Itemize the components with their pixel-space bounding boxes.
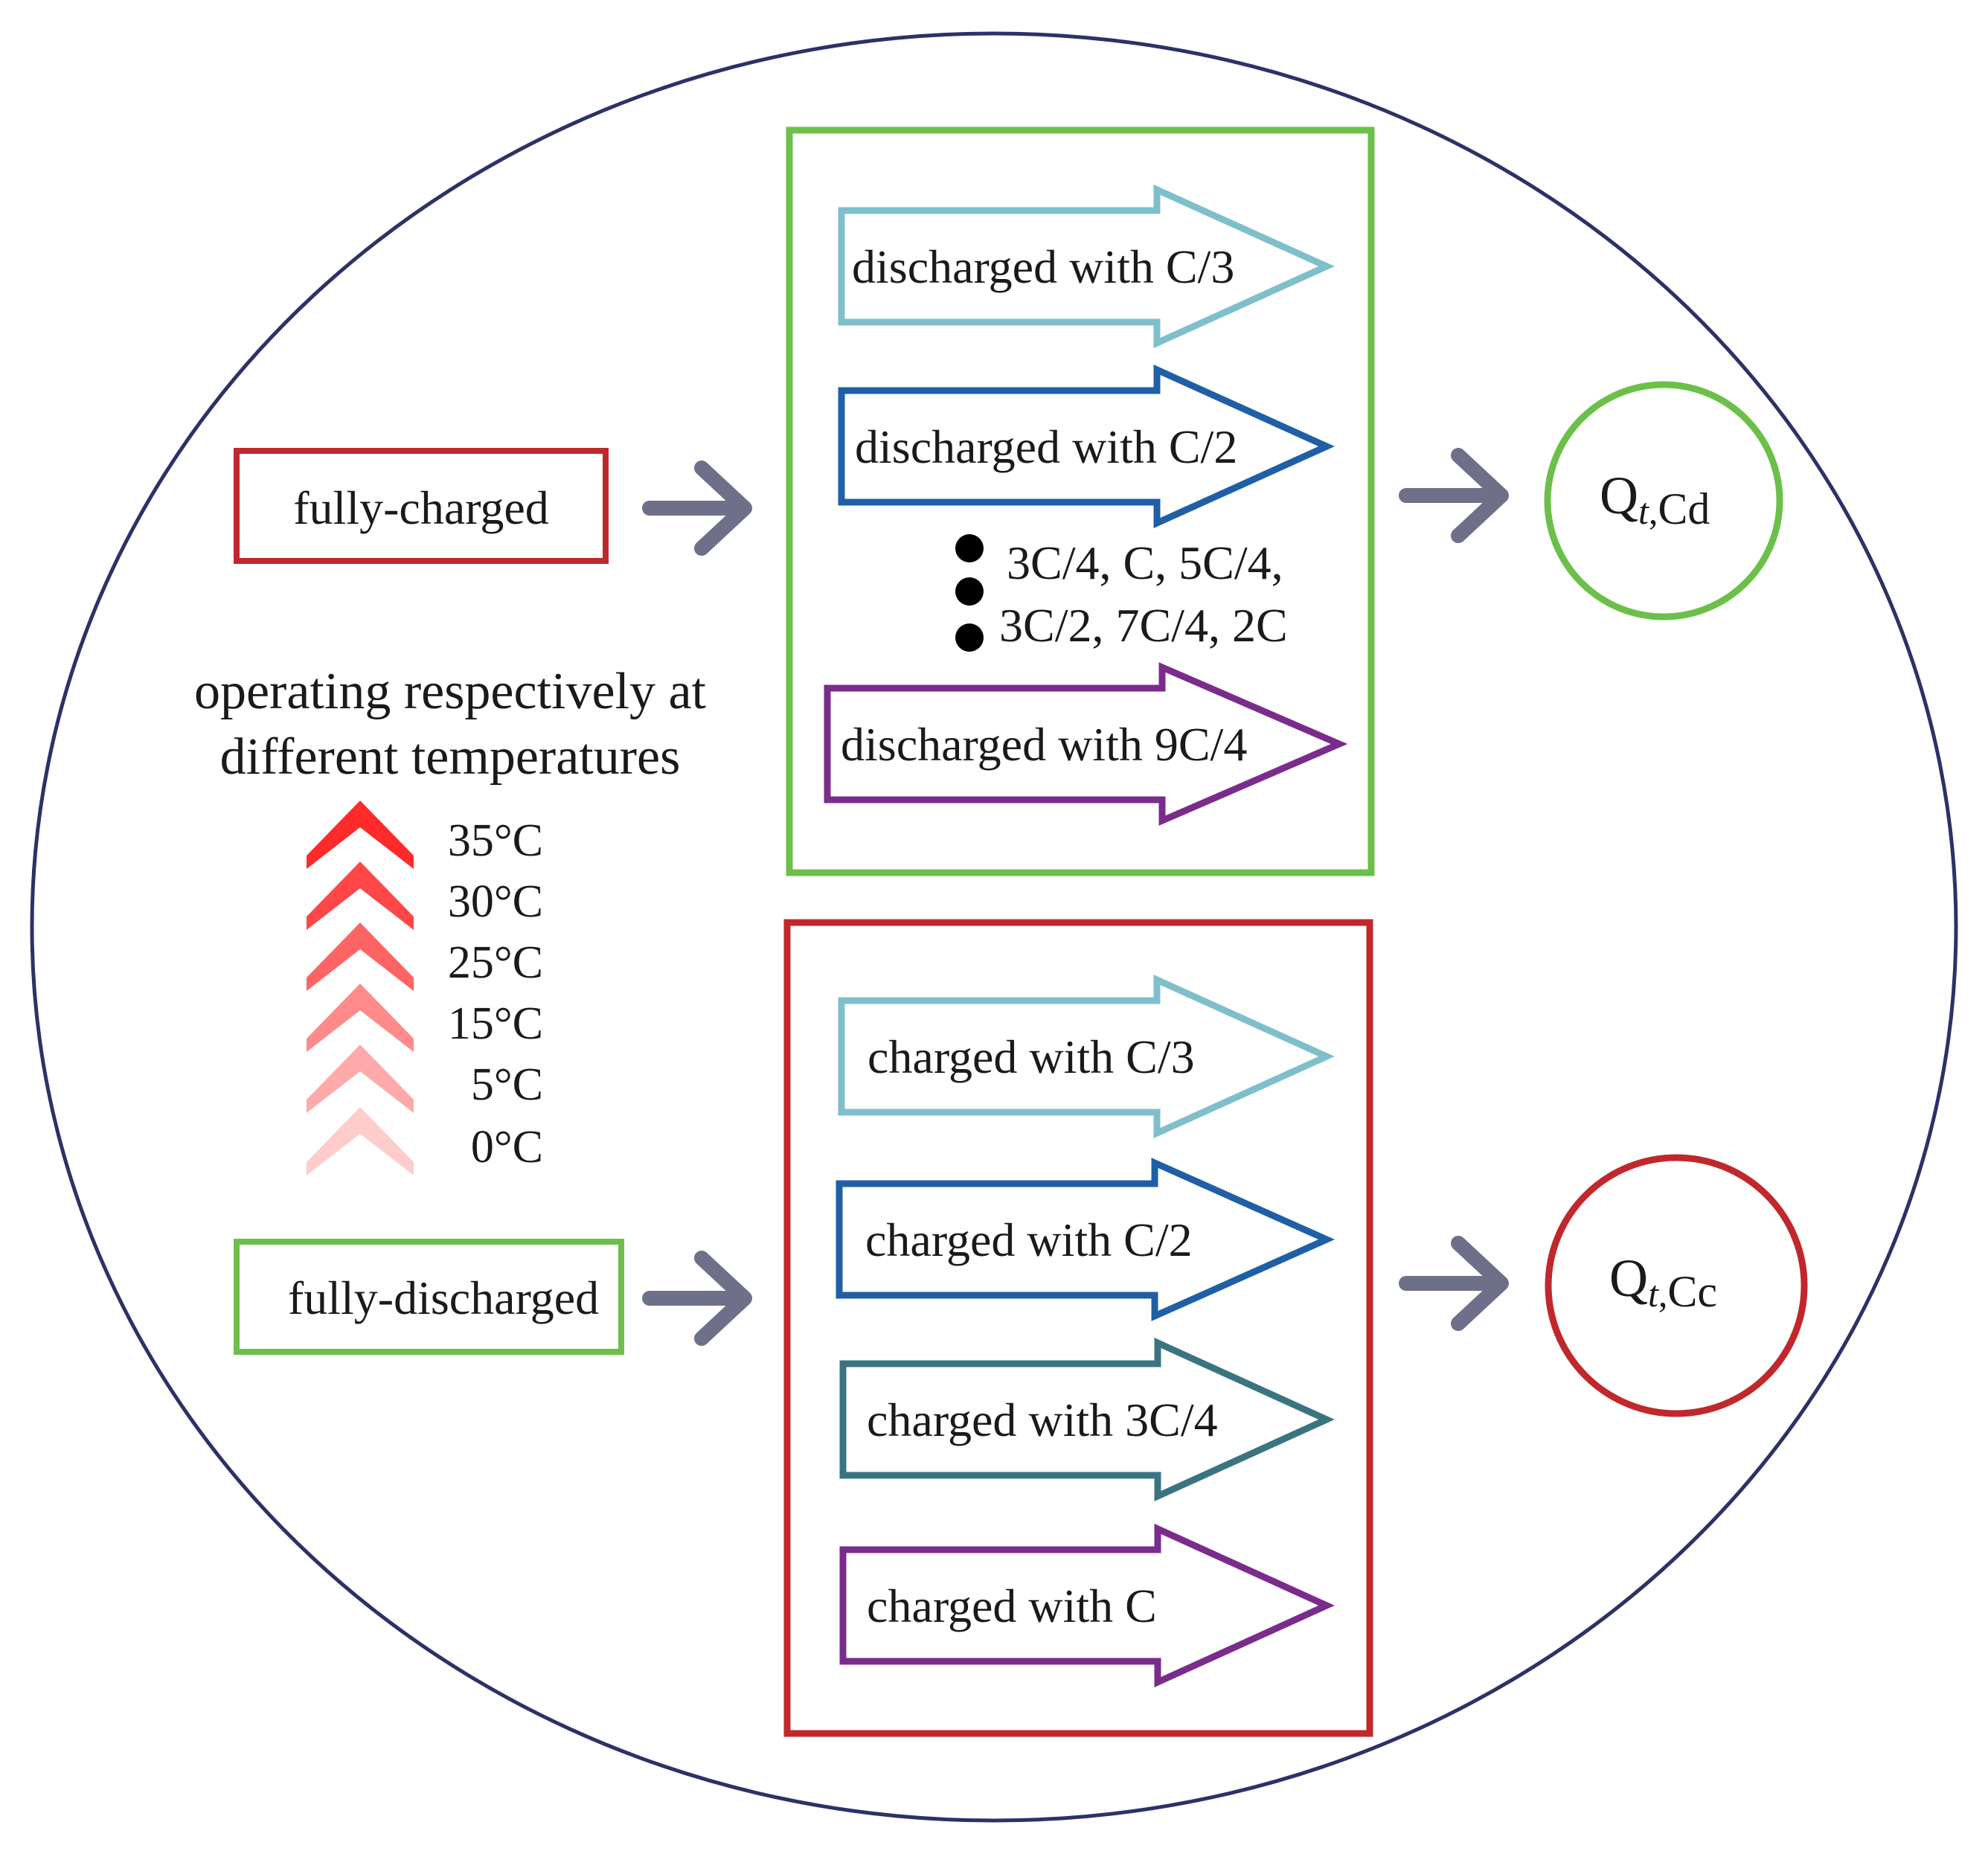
charge-arrow-4: charged with C (839, 1524, 1335, 1687)
temperature-item: 15°C (307, 984, 543, 1052)
outer-circle (30, 31, 1958, 1823)
temperature-label: 25°C (448, 937, 543, 988)
ellipsis-dot (955, 623, 984, 652)
temperature-item: 35°C (307, 801, 543, 869)
charge-group-box (783, 919, 1373, 1737)
fully-charged-box: fully-charged (234, 448, 609, 564)
arrow-discharged-to-charge (642, 1251, 752, 1346)
discharge-arrow-label: discharged with 9C/4 (841, 718, 1247, 771)
discharge-group-box (786, 126, 1375, 876)
output-charge-label: Qt,Cc (1609, 1248, 1717, 1316)
charge-arrow-label: charged with 3C/4 (867, 1393, 1218, 1446)
discharge-arrows: discharged with C/3 discharged with C/2 di… (824, 185, 1348, 826)
charge-arrow-label: charged with C (867, 1579, 1157, 1632)
temperature-chevron-icon (307, 862, 414, 930)
discharge-more-line1: 3C/4, C, 5C/4, (1007, 536, 1283, 589)
charge-arrow-1: charged with C/3 (838, 975, 1335, 1138)
temperature-item: 0°C (307, 1107, 543, 1175)
discharge-arrow-label: discharged with C/3 (852, 240, 1234, 293)
operating-text-line1: operating respectively at (194, 663, 707, 720)
temperature-item: 5°C (307, 1045, 543, 1113)
discharge-arrow-3: discharged with 9C/4 (824, 662, 1348, 826)
output-discharge-label: Qt,Cd (1600, 466, 1710, 533)
arrow-to-output-charge (1399, 1236, 1509, 1331)
fully-charged-label: fully-charged (293, 481, 549, 534)
fully-discharged-label: fully-discharged (288, 1271, 599, 1324)
temperature-legend: 35°C 30°C 25°C 15°C 5°C 0°C (307, 801, 543, 1175)
output-charge: Qt,Cc (1545, 1154, 1808, 1417)
temperature-label: 35°C (448, 815, 543, 866)
temperature-item: 30°C (307, 862, 543, 930)
arrow-to-output-discharge (1399, 448, 1509, 543)
ellipsis-dots (955, 534, 984, 652)
ellipsis-dot (955, 534, 984, 562)
temperature-chevron-icon (307, 801, 414, 869)
temperature-chevron-icon (307, 923, 414, 991)
temperature-label: 0°C (471, 1122, 543, 1173)
discharge-arrow-label: discharged with C/2 (855, 420, 1237, 473)
discharge-more-rates: 3C/4, C, 5C/4, 3C/2, 7C/4, 2C (955, 534, 1288, 652)
charge-arrows: charged with C/3 charged with C/2 charged … (836, 975, 1336, 1687)
charge-arrow-3: charged with 3C/4 (839, 1338, 1335, 1501)
temperature-chevron-icon (307, 984, 414, 1052)
charge-arrow-label: charged with C/2 (865, 1213, 1193, 1266)
arrow-charged-to-discharge (642, 461, 752, 556)
temperature-label: 30°C (448, 876, 543, 927)
charge-arrow-label: charged with C/3 (868, 1030, 1195, 1083)
ellipsis-dot (955, 577, 984, 606)
temperature-label: 5°C (471, 1059, 543, 1110)
temperature-chevron-icon (307, 1045, 414, 1113)
discharge-more-line2: 3C/2, 7C/4, 2C (999, 599, 1288, 652)
output-discharge: Qt,Cd (1544, 381, 1783, 620)
flow-arrows (642, 448, 1509, 1346)
discharge-arrow-2: discharged with C/2 (838, 365, 1335, 528)
operating-text-line2: different temperatures (220, 728, 681, 786)
discharge-arrow-1: discharged with C/3 (838, 185, 1335, 348)
temperature-item: 25°C (307, 923, 543, 991)
temperature-chevron-icon (307, 1107, 414, 1175)
temperature-label: 15°C (448, 998, 543, 1049)
charge-arrow-2: charged with C/2 (836, 1158, 1336, 1321)
fully-discharged-box: fully-discharged (234, 1239, 624, 1355)
